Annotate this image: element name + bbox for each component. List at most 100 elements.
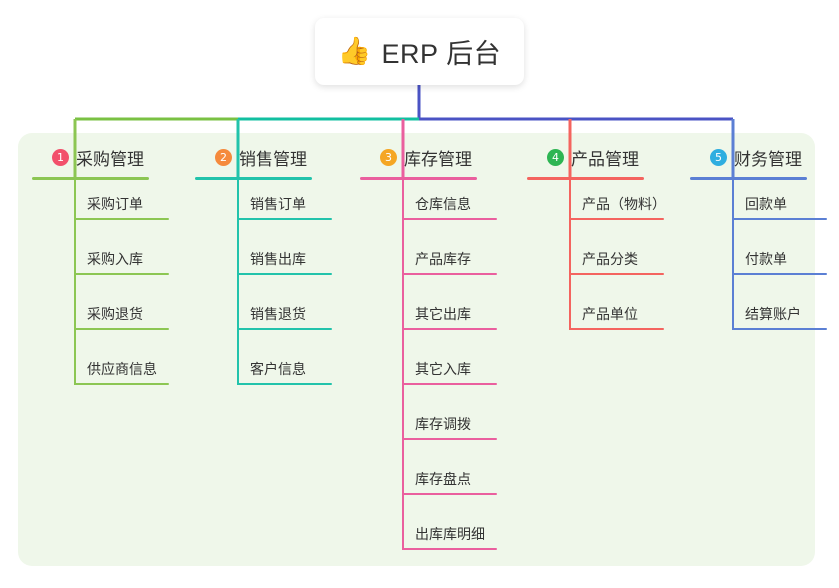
column-header-4[interactable]: 4 产品管理 [527, 144, 639, 170]
column-badge-2: 2 [215, 148, 232, 166]
list-item-rule [402, 493, 497, 495]
column-rule-1 [32, 177, 149, 180]
list-item-label: 销售出库 [250, 251, 306, 267]
list-item-rule [402, 548, 497, 550]
list-item[interactable]: 结算账户 [690, 283, 827, 338]
list-item-rule [74, 273, 169, 275]
list-item-rule [237, 328, 332, 330]
list-item[interactable]: 产品分类 [527, 228, 664, 283]
column-title-2: 销售管理 [239, 149, 307, 169]
list-item[interactable]: 采购订单 [32, 173, 169, 228]
list-item-label: 其它出库 [415, 306, 471, 322]
item-list-4: 产品（物料） 产品分类产品单位 [527, 173, 666, 338]
list-item[interactable]: 销售退货 [195, 283, 332, 338]
list-item-label: 采购订单 [87, 196, 143, 212]
column-4: 4 产品管理产品（物料） 产品分类产品单位 [527, 144, 666, 338]
list-item-rule [402, 328, 497, 330]
list-item-label: 客户信息 [250, 361, 306, 377]
column-rule-4 [527, 177, 644, 180]
list-item-rule [237, 383, 332, 385]
column-header-2[interactable]: 2 销售管理 [195, 144, 307, 170]
list-item[interactable]: 库存调拨 [360, 393, 497, 448]
column-2: 2 销售管理销售订单销售出库销售退货客户信息 [195, 144, 332, 393]
list-item[interactable]: 采购退货 [32, 283, 169, 338]
list-item-label: 销售退货 [250, 306, 306, 322]
column-3: 3 库存管理仓库信息产品库存其它出库其它入库库存调拨库存盘点出库库明细 [360, 144, 497, 558]
list-item-label: 结算账户 [745, 306, 801, 322]
list-item[interactable]: 付款单 [690, 228, 827, 283]
list-item[interactable]: 仓库信息 [360, 173, 497, 228]
list-item[interactable]: 采购入库 [32, 228, 169, 283]
column-rule-3 [360, 177, 477, 180]
list-item-rule [402, 383, 497, 385]
list-item-label: 仓库信息 [415, 196, 471, 212]
list-item-label: 采购退货 [87, 306, 143, 322]
list-item[interactable]: 库存盘点 [360, 448, 497, 503]
list-item-rule [74, 218, 169, 220]
list-item-rule [732, 273, 827, 275]
list-item-rule [569, 328, 664, 330]
list-item-rule [74, 328, 169, 330]
column-badge-4: 4 [547, 148, 564, 166]
trunk-line-2 [237, 173, 239, 385]
item-list-3: 仓库信息产品库存其它出库其它入库库存调拨库存盘点出库库明细 [360, 173, 497, 558]
trunk-line-3 [402, 173, 404, 550]
list-item-label: 产品单位 [582, 306, 638, 322]
thumbs-up-icon: 👍 [337, 36, 372, 66]
root-title: ERP 后台 [381, 39, 502, 69]
trunk-line-5 [732, 173, 734, 330]
list-item-label: 库存调拨 [415, 416, 471, 432]
column-rule-2 [195, 177, 312, 180]
list-item[interactable]: 产品库存 [360, 228, 497, 283]
column-title-5: 财务管理 [734, 149, 802, 169]
list-item-label: 其它入库 [415, 361, 471, 377]
list-item-rule [732, 328, 827, 330]
list-item[interactable]: 其它出库 [360, 283, 497, 338]
list-item-rule [237, 218, 332, 220]
column-5: 5 财务管理回款单付款单结算账户 [690, 144, 827, 338]
list-item[interactable]: 产品（物料） [527, 173, 666, 228]
list-item-rule [237, 273, 332, 275]
root-node[interactable]: 👍 ERP 后台 [315, 18, 524, 85]
list-item-rule [569, 273, 664, 275]
list-item-label: 出库库明细 [415, 526, 485, 542]
list-item-label: 付款单 [745, 251, 787, 267]
list-item-rule [569, 218, 664, 220]
list-item[interactable]: 其它入库 [360, 338, 497, 393]
item-list-1: 采购订单采购入库采购退货供应商信息 [32, 173, 169, 393]
column-title-1: 采购管理 [76, 149, 144, 169]
list-item-label: 产品（物料） [582, 196, 666, 212]
column-header-5[interactable]: 5 财务管理 [690, 144, 802, 170]
list-item-label: 回款单 [745, 196, 787, 212]
list-item[interactable]: 供应商信息 [32, 338, 169, 393]
list-item-rule [402, 438, 497, 440]
item-list-5: 回款单付款单结算账户 [690, 173, 827, 338]
list-item-label: 产品分类 [582, 251, 638, 267]
list-item[interactable]: 客户信息 [195, 338, 332, 393]
trunk-line-4 [569, 173, 571, 330]
column-badge-3: 3 [380, 148, 397, 166]
list-item-rule [74, 383, 169, 385]
list-item-rule [402, 218, 497, 220]
list-item[interactable]: 出库库明细 [360, 503, 497, 558]
list-item-label: 采购入库 [87, 251, 143, 267]
column-badge-5: 5 [710, 148, 727, 166]
trunk-line-1 [74, 173, 76, 385]
list-item-label: 产品库存 [415, 251, 471, 267]
column-title-3: 库存管理 [404, 149, 472, 169]
list-item-label: 销售订单 [250, 196, 306, 212]
list-item-label: 库存盘点 [415, 471, 471, 487]
list-item-label: 供应商信息 [87, 361, 157, 377]
column-title-4: 产品管理 [571, 149, 639, 169]
list-item[interactable]: 回款单 [690, 173, 827, 228]
column-header-1[interactable]: 1 采购管理 [32, 144, 144, 170]
list-item[interactable]: 销售订单 [195, 173, 332, 228]
column-badge-1: 1 [52, 148, 69, 166]
list-item-rule [732, 218, 827, 220]
list-item[interactable]: 销售出库 [195, 228, 332, 283]
list-item-rule [402, 273, 497, 275]
column-header-3[interactable]: 3 库存管理 [360, 144, 472, 170]
column-1: 1 采购管理采购订单采购入库采购退货供应商信息 [32, 144, 169, 393]
list-item[interactable]: 产品单位 [527, 283, 664, 338]
